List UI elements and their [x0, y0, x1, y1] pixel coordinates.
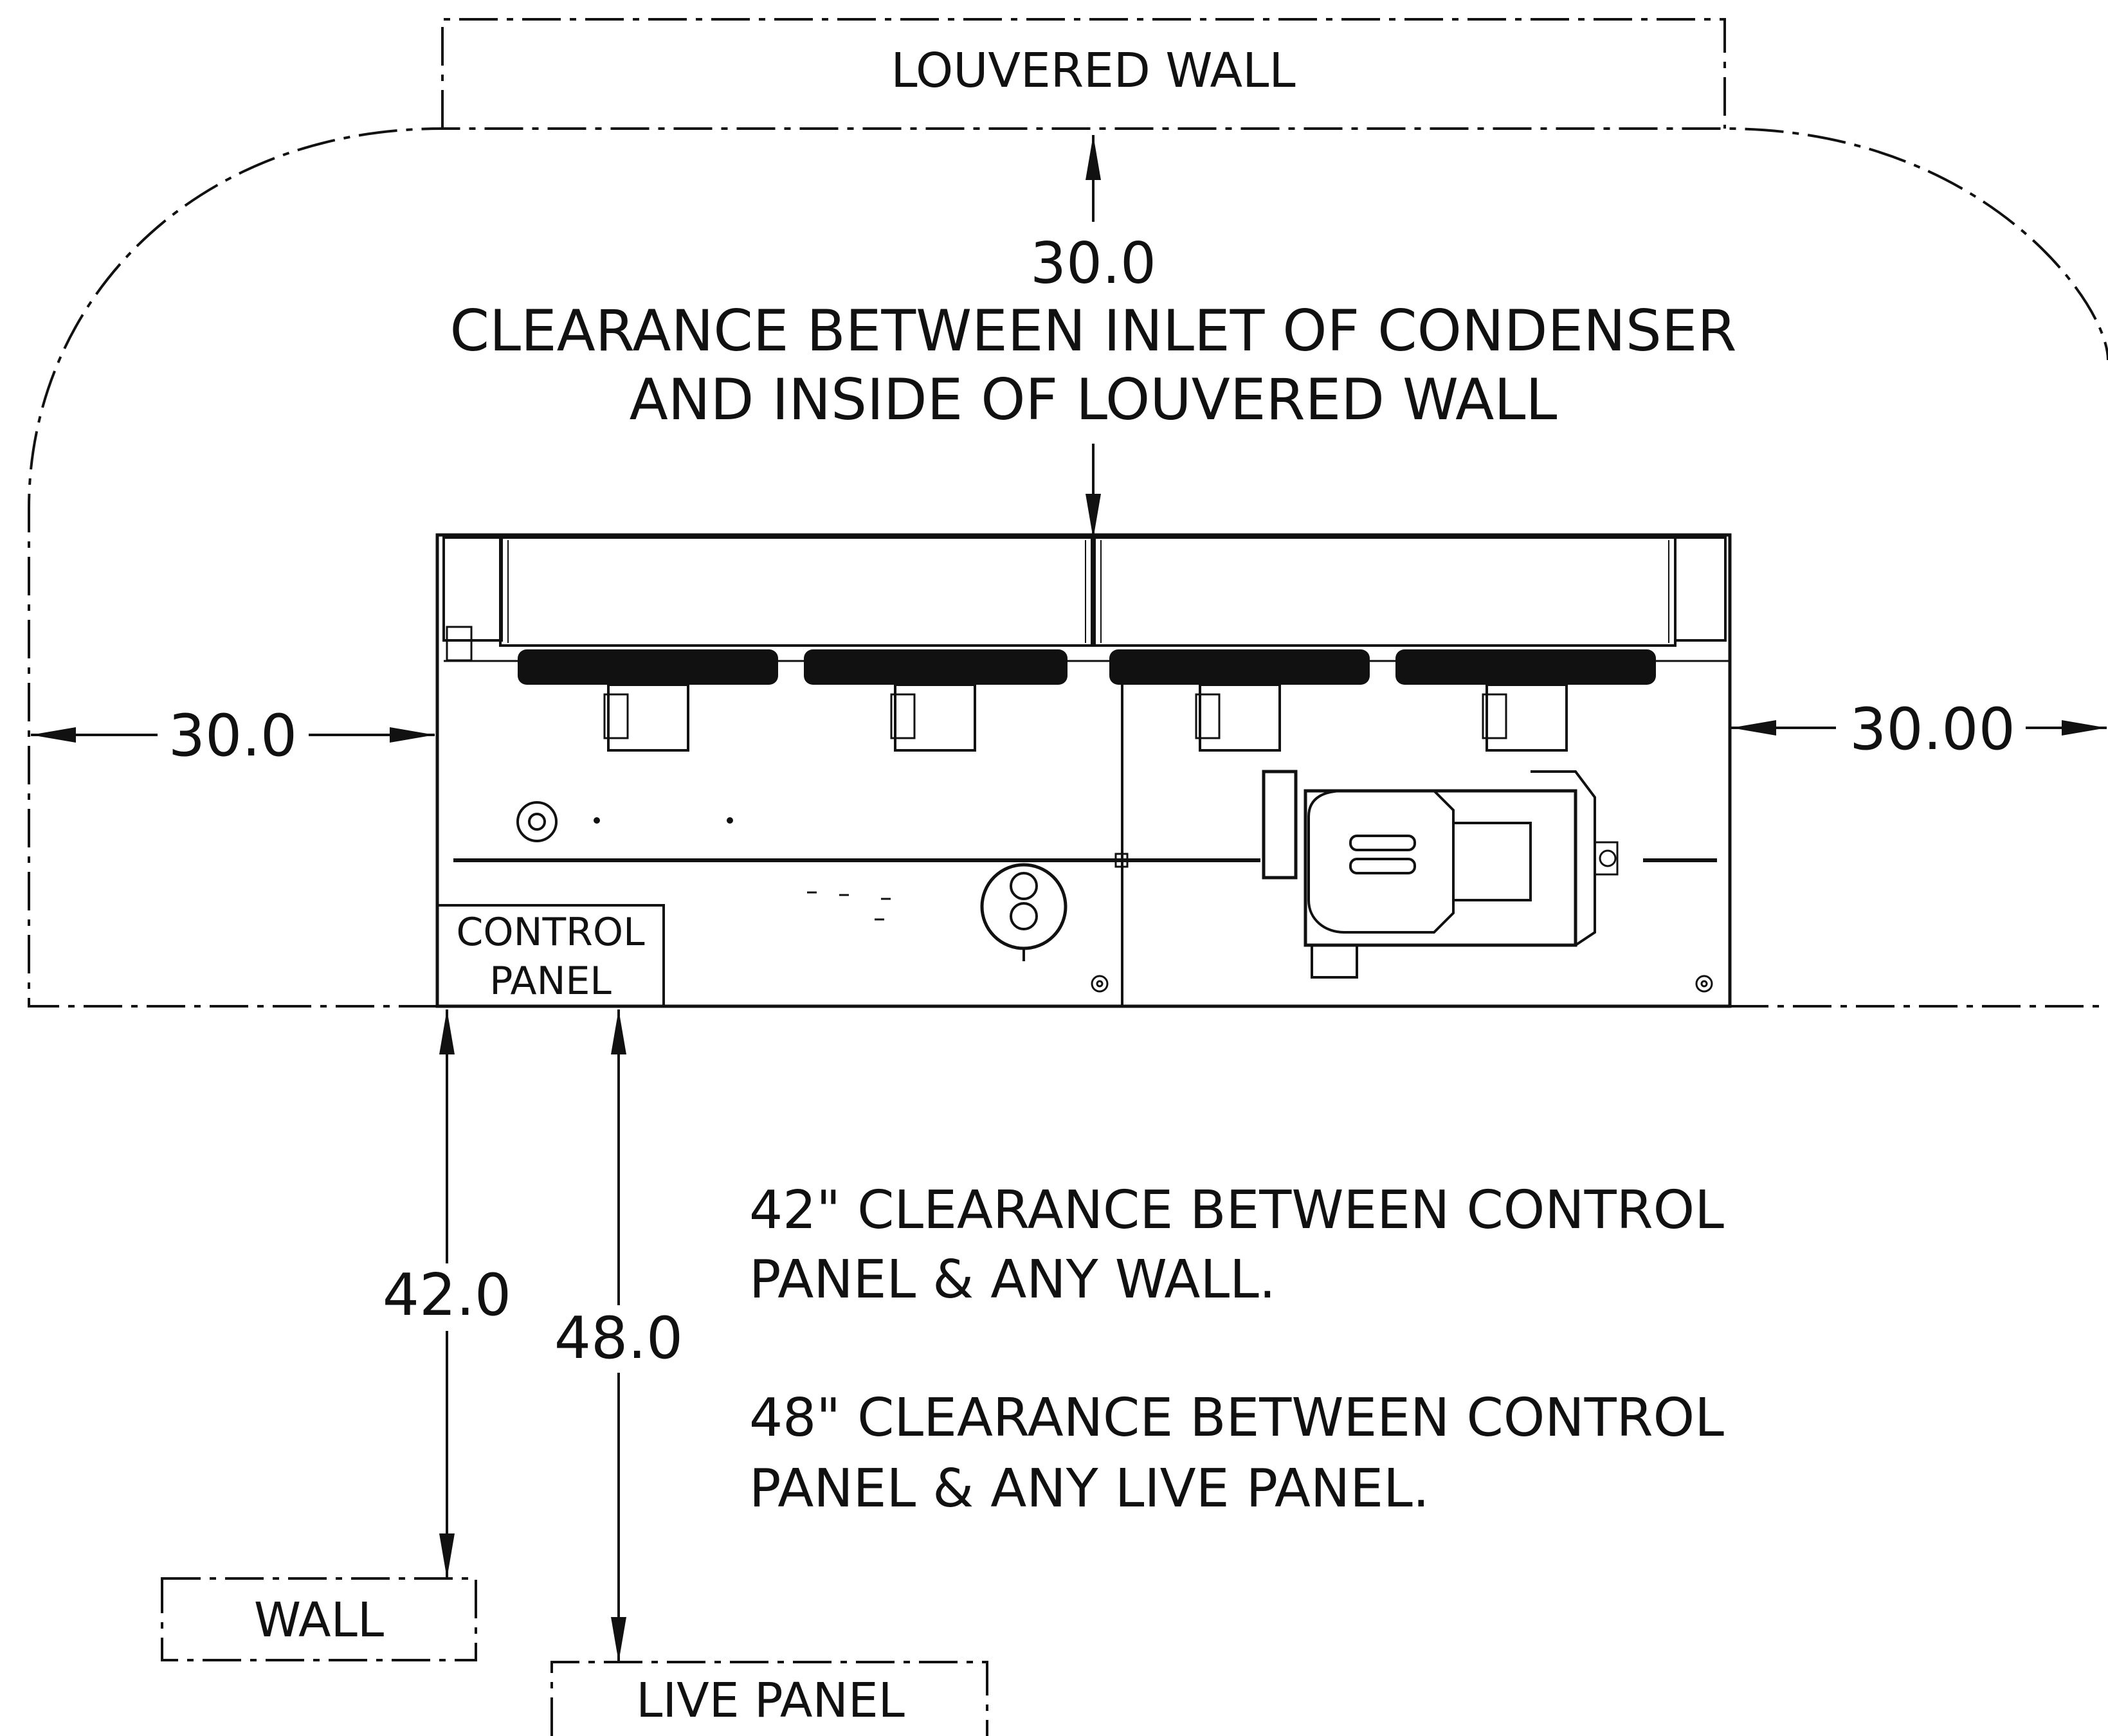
louvered-wall: LOUVERED WALL	[441, 18, 1726, 129]
live-panel-dimension-value: 48.0	[554, 1305, 683, 1372]
wall-clearance-dimension: 42.0	[383, 1009, 511, 1578]
clearance-envelope	[28, 127, 2108, 1008]
control-panel: CONTROL PANEL	[436, 904, 665, 1008]
condensing-unit	[435, 533, 1732, 1008]
note-live-line2: PANEL & ANY LIVE PANEL.	[749, 1458, 1430, 1519]
wall-dimension-value: 42.0	[383, 1261, 511, 1329]
control-panel-line2: PANEL	[489, 959, 612, 1004]
right-dimension-value: 30.00	[1849, 696, 2015, 763]
wall: WALL	[161, 1577, 477, 1661]
live-panel: LIVE PANEL	[550, 1661, 988, 1736]
left-clearance-dimension: 30.0	[31, 702, 435, 770]
live-panel-clearance-dimension: 48.0	[554, 1009, 683, 1662]
live-panel-label: LIVE PANEL	[636, 1673, 905, 1728]
top-clearance-dimension: 30.0 CLEARANCE BETWEEN INLET OF CONDENSE…	[450, 135, 1737, 539]
left-dimension-value: 30.0	[168, 702, 297, 770]
note-wall-line2: PANEL & ANY WALL.	[749, 1249, 1276, 1310]
top-dimension-value: 30.0	[1030, 230, 1156, 296]
fan-motors	[603, 683, 1568, 752]
top-note-line1: CLEARANCE BETWEEN INLET OF CONDENSER	[450, 298, 1737, 364]
condenser-coil-housing	[442, 536, 1730, 662]
clearance-notes: 42" CLEARANCE BETWEEN CONTROL PANEL & AN…	[749, 1180, 1724, 1519]
control-panel-line1: CONTROL	[457, 910, 646, 955]
top-note-line2: AND INSIDE OF LOUVERED WALL	[630, 366, 1558, 433]
louvered-wall-label: LOUVERED WALL	[891, 43, 1295, 98]
condenser-fans	[518, 649, 1656, 685]
right-clearance-dimension: 30.00	[1731, 696, 2107, 763]
receiver	[980, 863, 1068, 961]
wall-label: WALL	[254, 1593, 384, 1648]
note-live-line1: 48" CLEARANCE BETWEEN CONTROL	[749, 1388, 1724, 1449]
compressor	[1262, 770, 1619, 979]
note-wall-line1: 42" CLEARANCE BETWEEN CONTROL	[749, 1180, 1724, 1241]
